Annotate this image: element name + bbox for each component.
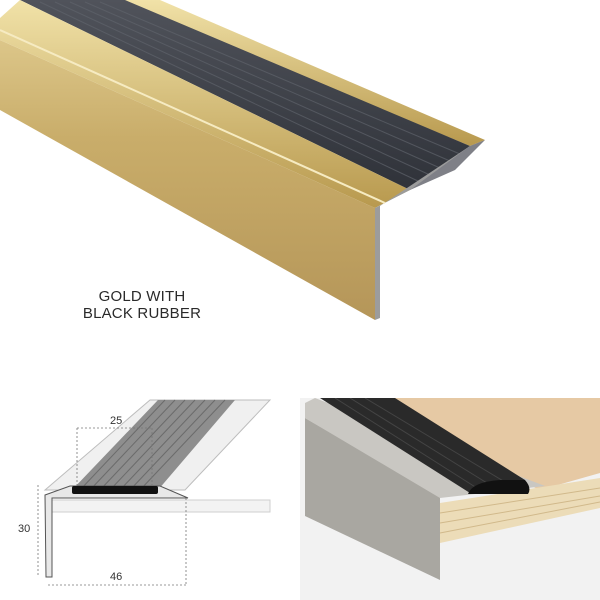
caption-line-2: BLACK RUBBER [82,305,202,322]
installed-nosing-photo [300,398,600,600]
dimension-width-rubber: 25 [110,415,123,427]
dimension-height: 30 [18,523,31,535]
technical-drawing: 25 30 46 [0,390,290,600]
gold-stair-nosing-photo [0,0,500,330]
caption-line-1: GOLD WITH [98,288,186,305]
product-caption: GOLD WITH BLACK RUBBER [62,288,222,322]
dimension-depth: 46 [110,571,123,583]
